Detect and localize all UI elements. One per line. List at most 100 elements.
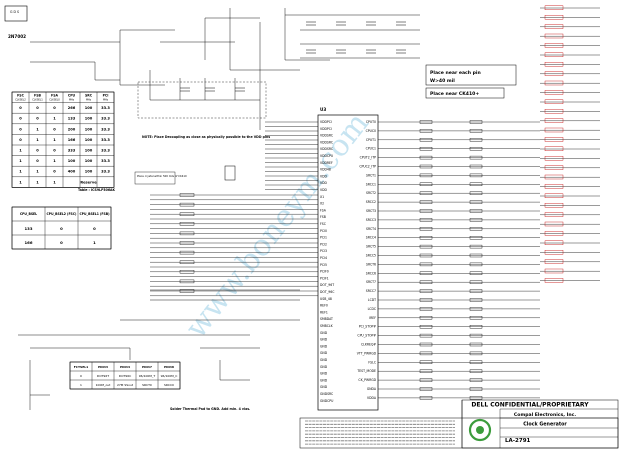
table-cell: 0 bbox=[36, 149, 39, 153]
ic-pin-label: DOT_96C bbox=[320, 290, 334, 294]
output-marker bbox=[544, 268, 564, 274]
resistor bbox=[179, 193, 195, 197]
resistor bbox=[469, 138, 483, 142]
ic-pin-label: VDDSRC bbox=[320, 134, 333, 138]
ic-pin-label: SRCT1 bbox=[366, 173, 376, 177]
table-cell: 33.3 bbox=[101, 138, 110, 142]
resistor bbox=[179, 270, 195, 274]
table-header: FSA bbox=[51, 94, 58, 98]
ic-pin-label: VDD bbox=[320, 188, 327, 192]
resistor bbox=[469, 378, 483, 382]
ic-pin-label: CPUC1 bbox=[366, 147, 376, 151]
ic-left-pins: VDDPCIVDDPCIVDDSRCVDDSRCVDDSRCVDDCPUVDDR… bbox=[320, 120, 334, 403]
output-marker bbox=[544, 43, 564, 48]
table-cell: 1 bbox=[19, 149, 22, 153]
resistor bbox=[469, 333, 483, 338]
table-header-sub: CLKSEL2 bbox=[15, 99, 26, 102]
resistor bbox=[419, 235, 433, 240]
ic-pin-label: SMBCLK bbox=[320, 324, 334, 328]
output-marker bbox=[544, 14, 564, 20]
table-cell: 1 bbox=[19, 180, 22, 184]
table-cell: 33.3 bbox=[101, 117, 110, 121]
ic-pin-label: SRCC6 bbox=[366, 271, 376, 275]
table-cell: SRCT0 bbox=[142, 383, 152, 387]
output-marker bbox=[544, 174, 564, 180]
ic-pin-label: GND bbox=[320, 385, 328, 389]
resistor bbox=[419, 369, 433, 373]
resistor bbox=[469, 325, 483, 329]
resistor bbox=[469, 182, 483, 187]
compal-logo bbox=[468, 418, 492, 442]
resistor bbox=[419, 342, 433, 347]
resistor bbox=[419, 307, 433, 311]
table-header: CPU_BSEL bbox=[20, 212, 37, 216]
ic-pin-label: PCI2 bbox=[320, 242, 327, 246]
resistor bbox=[419, 351, 433, 356]
table-cell: 1 bbox=[93, 240, 96, 245]
ic-pin-label: CPUT2_ITP bbox=[360, 156, 376, 160]
table-cell: 0 bbox=[80, 374, 82, 378]
table-header: PCI bbox=[103, 94, 109, 98]
resistor bbox=[469, 387, 483, 391]
resistor bbox=[179, 222, 195, 226]
table-cell: 0 bbox=[60, 240, 63, 245]
resistor bbox=[179, 279, 195, 284]
ic-pin-label: SRCT4 bbox=[366, 227, 376, 231]
table-header: CPU_BSEL1 (FSB) bbox=[79, 212, 110, 216]
ic-pin-label: CK_PWRGD bbox=[358, 378, 376, 382]
ic-pin-label: VDD bbox=[320, 181, 327, 185]
ic-pin-label: VDDSRC bbox=[320, 147, 333, 151]
ic-pin-label: GNDSRC bbox=[320, 392, 333, 396]
resistor bbox=[179, 260, 195, 264]
resistor bbox=[419, 262, 433, 267]
ic-pin-label: X2 bbox=[320, 202, 324, 206]
ic-pin-label: PCI1 bbox=[320, 236, 327, 240]
part-label: 2N7002 bbox=[8, 34, 26, 39]
output-marker bbox=[544, 184, 564, 189]
resistor bbox=[469, 173, 483, 178]
output-marker bbox=[544, 231, 564, 236]
table-cell: 0 bbox=[36, 117, 39, 121]
table-header: PIN47 bbox=[142, 365, 152, 369]
ic-pin-label: SRCC5 bbox=[366, 254, 376, 258]
frequency-table: FSCCLKSEL2FSBCLKSEL1FSACLKSEL0CPUMHzSRCM… bbox=[11, 91, 115, 188]
ic-pin-label: VDDCPU bbox=[320, 154, 333, 158]
resistor bbox=[419, 396, 433, 400]
table-header: FCTSEL1 bbox=[74, 365, 89, 369]
table-cell: 0 bbox=[53, 106, 56, 110]
output-marker bbox=[544, 33, 564, 39]
table-cell: 1 bbox=[19, 170, 22, 174]
table-header-sub: MHz bbox=[86, 99, 92, 102]
ic-pin-label: VDDA bbox=[367, 396, 377, 400]
resistor bbox=[419, 200, 433, 204]
resistor bbox=[179, 202, 195, 207]
resistor bbox=[419, 173, 433, 178]
resistor bbox=[469, 155, 483, 160]
resistor bbox=[419, 316, 433, 320]
ic-pin-label: VDDPCI bbox=[320, 127, 332, 131]
output-marker bbox=[544, 118, 564, 123]
ic-pin-label: X1 bbox=[320, 195, 324, 199]
note-box-ck bbox=[425, 87, 505, 99]
ic-pin-label: SRCC4 bbox=[366, 236, 376, 240]
ic-pin-label: CPU_STOP# bbox=[357, 334, 376, 338]
output-marker bbox=[544, 137, 564, 142]
table-cell: 0 bbox=[93, 226, 96, 231]
table-cell: DOT96C bbox=[119, 374, 131, 378]
ic-reference: U3 bbox=[320, 107, 326, 112]
ic-pin-label: VDDPCI bbox=[320, 120, 332, 124]
ic-pin-label: GNDA bbox=[367, 387, 377, 391]
ic-pin-label: VTT_PWRGD bbox=[357, 351, 377, 355]
resistor bbox=[419, 227, 433, 231]
table-cell: 0 bbox=[19, 138, 22, 142]
resistor bbox=[419, 164, 433, 169]
table-cell: 166 bbox=[68, 138, 76, 142]
table-header: CPU bbox=[68, 94, 76, 98]
ic-pin-label: SRCT6 bbox=[366, 262, 376, 266]
table-cell: 0 bbox=[53, 170, 56, 174]
ic-pin-label: TEST_MODE bbox=[356, 369, 376, 373]
crystal-symbol bbox=[224, 165, 236, 181]
